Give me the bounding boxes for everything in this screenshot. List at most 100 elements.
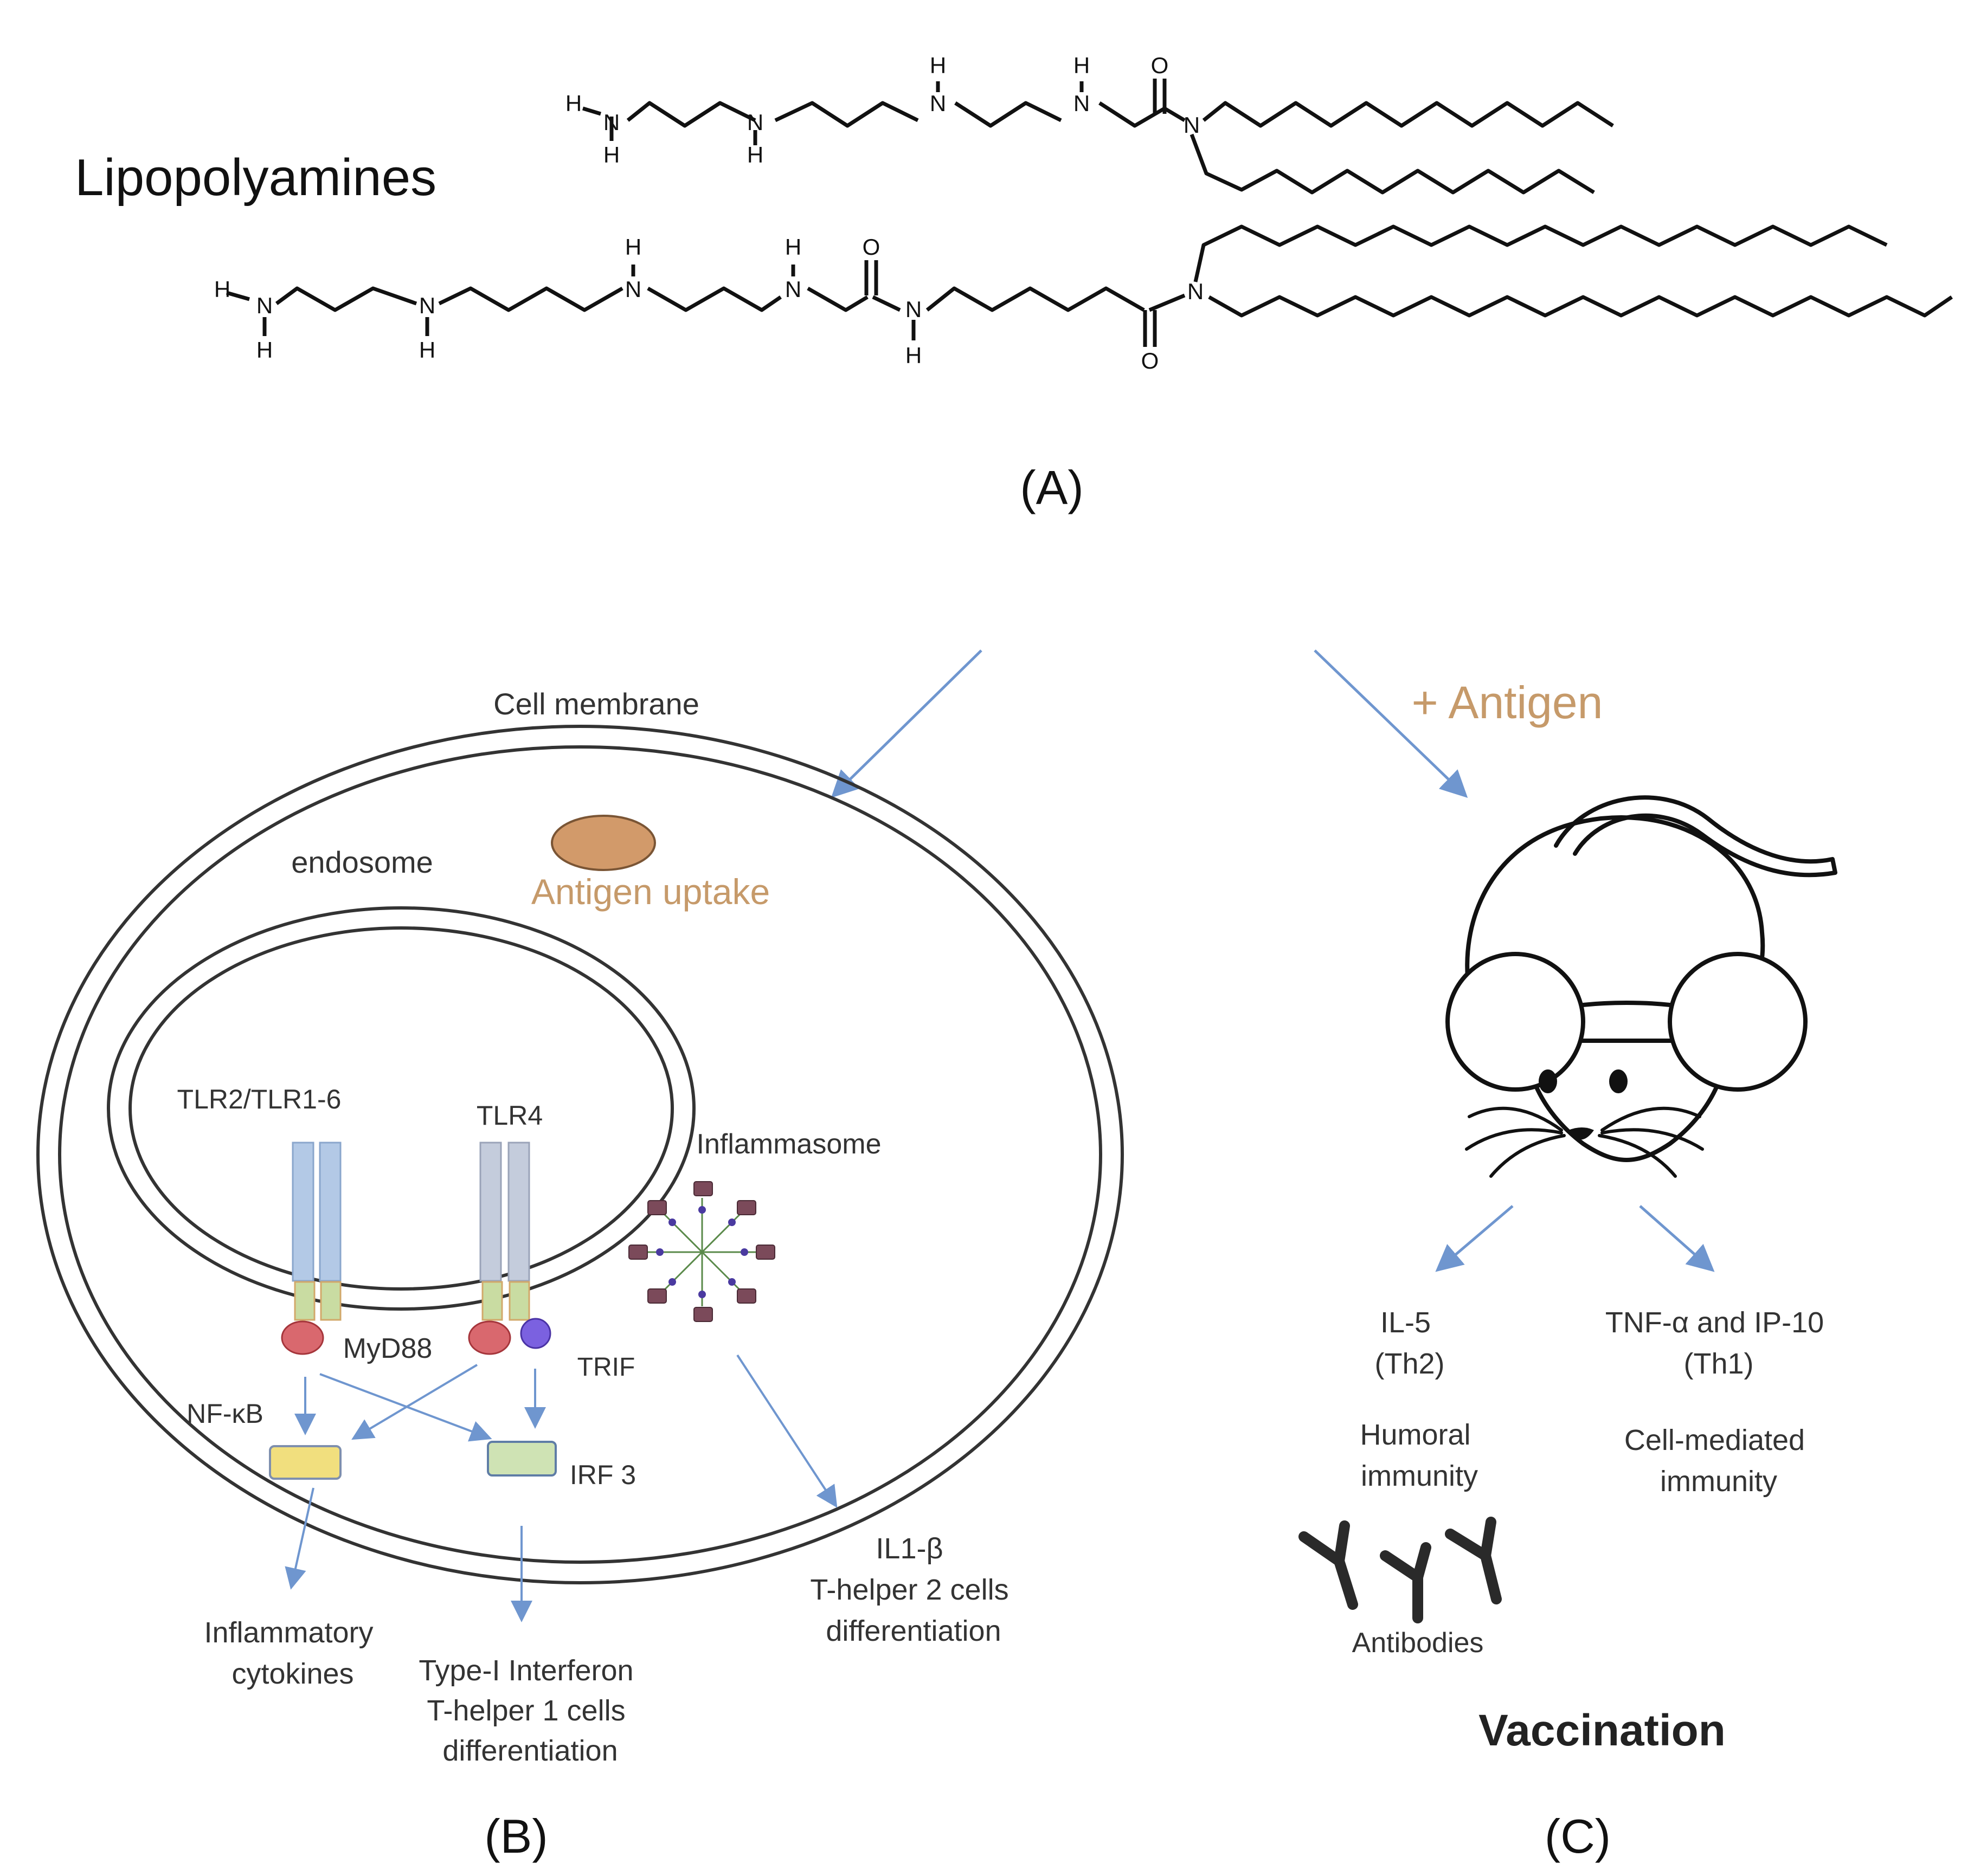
molecule-2-backbone-f — [925, 286, 1145, 312]
unit — [756, 1245, 775, 1260]
il1b-line-3: differentiation — [826, 1615, 1001, 1647]
cytokines-line-2: cytokines — [232, 1658, 353, 1690]
mouse-whiskers — [1465, 1106, 1704, 1178]
spoke — [663, 1213, 703, 1253]
nfkb-box — [269, 1445, 342, 1480]
type-i-interferon-label: Type-I Interferon T-helper 1 cells diffe… — [419, 1654, 641, 1767]
tlr4-tir-2 — [509, 1281, 530, 1321]
endosome-label: endosome — [291, 845, 433, 879]
lipopolyamines-title: Lipopolyamines — [75, 149, 436, 207]
antigen-blob — [551, 815, 656, 871]
inflammasome-complex — [628, 1181, 775, 1322]
atom-n: N — [747, 109, 763, 135]
nfkb-label: NF-κB — [187, 1398, 263, 1429]
cytokines-line-1: Inflammatory — [204, 1616, 373, 1649]
atom-n: N — [1073, 91, 1090, 116]
irf3-box — [487, 1441, 557, 1477]
antibody-arm — [1412, 1542, 1431, 1583]
spoke — [701, 1251, 742, 1292]
panel-c: + Antigen — [1298, 677, 1837, 1863]
signaling-arrows — [285, 1354, 838, 1622]
atom-h: H — [747, 142, 763, 167]
atom-h: H — [1073, 53, 1090, 78]
molecule-2-backbone-c — [647, 286, 782, 312]
endosome-outer — [107, 906, 696, 1311]
atom-h: H — [625, 234, 641, 260]
molecule-2-backbone-e — [872, 295, 901, 312]
myd88-label: MyD88 — [343, 1333, 433, 1364]
dot — [728, 1219, 736, 1226]
molecule-1-tail-2 — [1190, 133, 1595, 195]
atom-h: H — [256, 337, 273, 363]
antibody-arm — [1380, 1550, 1423, 1583]
caption-a: (A) — [1020, 461, 1083, 514]
molecule-1-backbone-c — [954, 101, 1062, 128]
caption-b: (B) — [484, 1809, 548, 1863]
antibody-stem — [1334, 1556, 1358, 1610]
molecule-2-atoms: H N H N H H N H N O N H O N — [214, 234, 1204, 373]
tlr4-label: TLR4 — [477, 1100, 543, 1131]
trif-label: TRIF — [577, 1353, 635, 1382]
molecule-2-backbone-g — [1148, 293, 1186, 312]
antibody-arm — [1298, 1531, 1345, 1566]
dot — [741, 1248, 748, 1256]
atom-n: N — [930, 91, 946, 116]
dot — [668, 1278, 676, 1286]
cell-mediated-line-1: Cell-mediated — [1624, 1424, 1805, 1456]
antibody-icon — [1380, 1542, 1431, 1623]
il1b-line-1: IL1-β — [876, 1532, 943, 1565]
arrow-tlr4-nfkb — [351, 1364, 478, 1440]
whisker — [1468, 1106, 1563, 1132]
atom-n: N — [625, 276, 641, 302]
antibody-arm — [1334, 1520, 1350, 1566]
unit — [737, 1288, 756, 1304]
molecule-2 — [226, 224, 1953, 347]
cell-mediated-line-2: immunity — [1660, 1465, 1777, 1498]
myd88-blob-left — [281, 1320, 324, 1355]
dot — [698, 1291, 706, 1298]
atom-n: N — [1184, 112, 1200, 138]
inflammasome-label: Inflammasome — [697, 1129, 882, 1160]
arrows-from-a — [831, 649, 1468, 798]
tlr2-label: TLR2/TLR1-6 — [177, 1084, 342, 1114]
vaccination-label: Vaccination — [1478, 1706, 1726, 1755]
atom-h: H — [603, 142, 620, 167]
tlr4-chain-2 — [507, 1142, 530, 1282]
atom-n: N — [256, 293, 273, 318]
il1b-label: IL1-β T-helper 2 cells differentiation — [810, 1532, 1017, 1647]
molecule-1-nh-bond-5 — [582, 106, 602, 116]
molecule-1-backbone — [626, 101, 756, 128]
molecule-1-tail-1 — [1202, 101, 1614, 128]
atom-o: O — [1151, 53, 1169, 78]
mouse-nose — [1568, 1127, 1594, 1140]
panel-b: Cell membrane endosome Antigen uptake TL… — [36, 687, 1124, 1863]
unit — [693, 1181, 713, 1196]
tlr4-chain-1 — [479, 1142, 502, 1282]
tlr2-chain-2 — [319, 1142, 342, 1282]
antibody-stem — [1480, 1550, 1502, 1604]
arrow-to-mouse — [1314, 649, 1468, 798]
mouse-tail — [1554, 795, 1837, 878]
unit — [693, 1307, 713, 1322]
molecule-2-backbone-d — [807, 286, 869, 312]
cell-membrane-outer — [36, 725, 1124, 1584]
mouse-ear-right — [1668, 952, 1808, 1092]
unit — [647, 1288, 667, 1304]
molecule-1-backbone-d — [1098, 101, 1186, 128]
atom-o: O — [863, 234, 880, 260]
molecule-2-tail-2 — [1208, 295, 1953, 318]
dot — [698, 1206, 706, 1214]
molecule-2-backbone — [275, 286, 417, 312]
inflammatory-cytokines-label: Inflammatory cytokines — [204, 1616, 381, 1690]
atom-n: N — [1187, 279, 1204, 304]
antibodies-label: Antibodies — [1352, 1627, 1484, 1659]
caption-c: (C) — [1545, 1809, 1611, 1863]
atom-h: H — [419, 337, 435, 363]
atom-h: H — [905, 343, 922, 368]
antibody-arm — [1445, 1529, 1491, 1561]
il5-label: IL-5 (Th2) — [1374, 1306, 1444, 1380]
mouse-ear-left — [1445, 952, 1585, 1092]
antigen-label: + Antigen — [1412, 677, 1603, 728]
atom-o: O — [1141, 348, 1159, 373]
